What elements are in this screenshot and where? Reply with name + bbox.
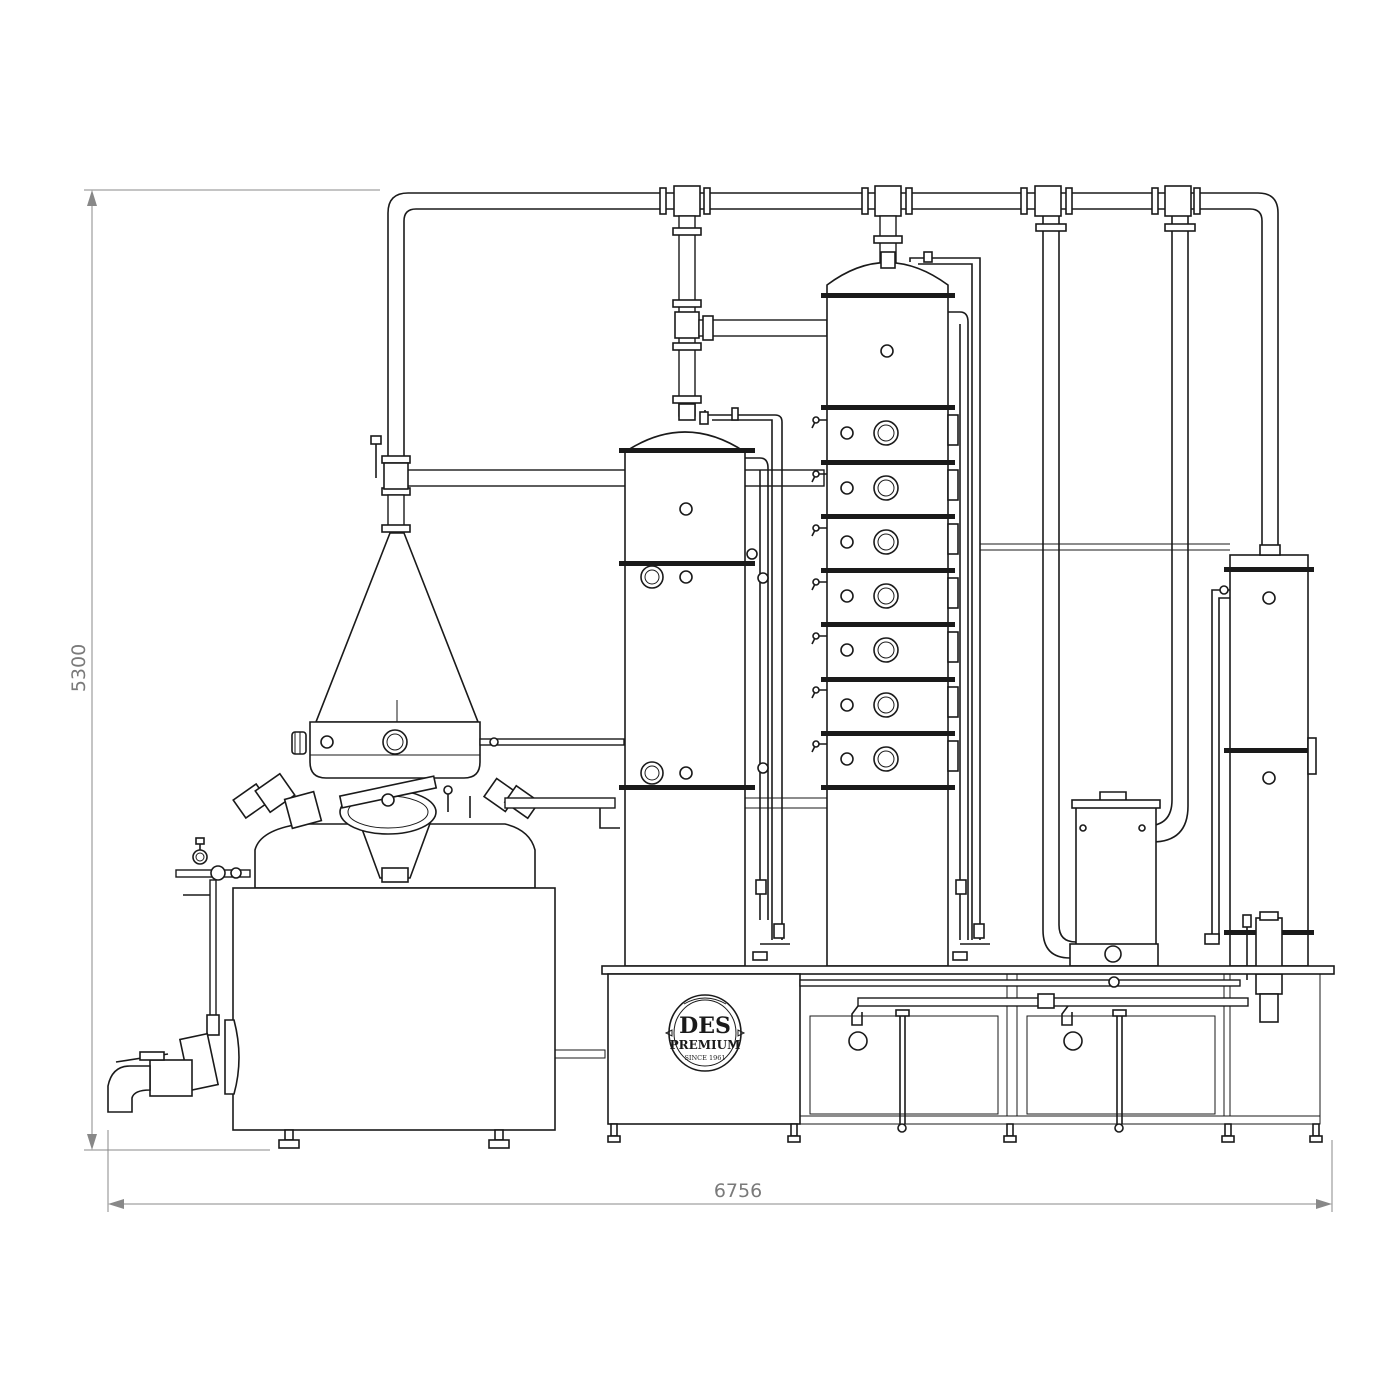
plate-port <box>840 643 854 657</box>
height-dimension-label: 5300 <box>68 644 90 692</box>
plate-port <box>840 752 854 766</box>
receiver-tank <box>1069 791 1161 967</box>
brand-logo: DES PREMIUM SINCE 1961 <box>664 994 746 1072</box>
manhole-hopper <box>338 775 471 883</box>
side-valve-knob <box>812 470 820 478</box>
frame-foot-post <box>610 1123 618 1137</box>
logo-since-text: SINCE 1961 <box>684 1054 725 1062</box>
sight-glass-inner <box>877 641 895 659</box>
side-valve-knob <box>812 740 820 748</box>
side-valve-knob <box>812 524 820 532</box>
sight-glass-inner <box>877 533 895 551</box>
side-valve-knob <box>812 686 820 694</box>
drain-valve <box>107 1019 240 1113</box>
header-flanges <box>659 187 1201 215</box>
base-feet <box>607 1123 1323 1143</box>
side-valve-knob <box>812 416 820 424</box>
column-2 <box>811 251 1230 967</box>
pressure-gauge-assembly <box>175 837 251 1036</box>
pot-legs <box>278 1129 510 1149</box>
plate-side-fitting <box>947 577 959 609</box>
column-2-plate-band <box>821 622 955 627</box>
plate-side-fitting <box>947 740 959 772</box>
plate-side-fitting <box>947 414 959 446</box>
helmet-vapor-pipe <box>370 435 825 533</box>
width-dimension-label: 6756 <box>714 1180 762 1202</box>
column-2-plate-band <box>821 568 955 573</box>
column-2-plate-band <box>821 405 955 410</box>
frame-foot-pad <box>1003 1135 1017 1143</box>
frame-foot-pad <box>1221 1135 1235 1143</box>
plate-port <box>840 698 854 712</box>
frame-foot-pad <box>1309 1135 1323 1143</box>
sight-glass-inner <box>877 696 895 714</box>
plate-side-fitting <box>947 469 959 501</box>
top-vapor-pipe <box>387 185 1279 545</box>
column-2-plate-band <box>821 514 955 519</box>
column-2-plate-band <box>821 460 955 465</box>
pot-still <box>107 772 620 1149</box>
plate-port <box>840 535 854 549</box>
sight-glass-inner <box>877 750 895 768</box>
side-valve-knob <box>812 578 820 586</box>
plate-side-fitting <box>947 686 959 718</box>
plate-port <box>840 426 854 440</box>
column-2-plate-band <box>821 785 955 790</box>
helmet-cone <box>291 532 625 779</box>
dimension-width: 6756 <box>107 1130 1333 1212</box>
frame-foot-post <box>1006 1123 1014 1137</box>
plate-side-fitting <box>947 523 959 555</box>
frame-foot-pad <box>787 1135 801 1143</box>
logo-premium-text: PREMIUM <box>670 1038 741 1052</box>
frame-foot-post <box>790 1123 798 1137</box>
logo-brand-text: DES <box>679 1013 731 1039</box>
dephlegmator <box>1204 544 1317 1023</box>
plate-port <box>840 481 854 495</box>
plate-port <box>840 589 854 603</box>
column-1 <box>619 403 827 967</box>
frame-foot-post <box>1224 1123 1232 1137</box>
column-2-plate-band <box>821 677 955 682</box>
plate-side-fitting <box>947 631 959 663</box>
dimension-height: 5300 <box>68 189 380 1151</box>
sight-glass-inner <box>877 587 895 605</box>
side-valve-knob <box>812 632 820 640</box>
frame-foot-pad <box>607 1135 621 1143</box>
agitator-left <box>232 772 323 830</box>
vertical-pipe-to-column-1 <box>672 215 828 417</box>
column-2-plate-band <box>821 731 955 736</box>
frame-foot-post <box>1312 1123 1320 1137</box>
sight-glass-inner <box>877 479 895 497</box>
sight-glass-inner <box>877 424 895 442</box>
column-2-plates <box>821 405 959 790</box>
column-2-side-valves <box>811 416 827 753</box>
